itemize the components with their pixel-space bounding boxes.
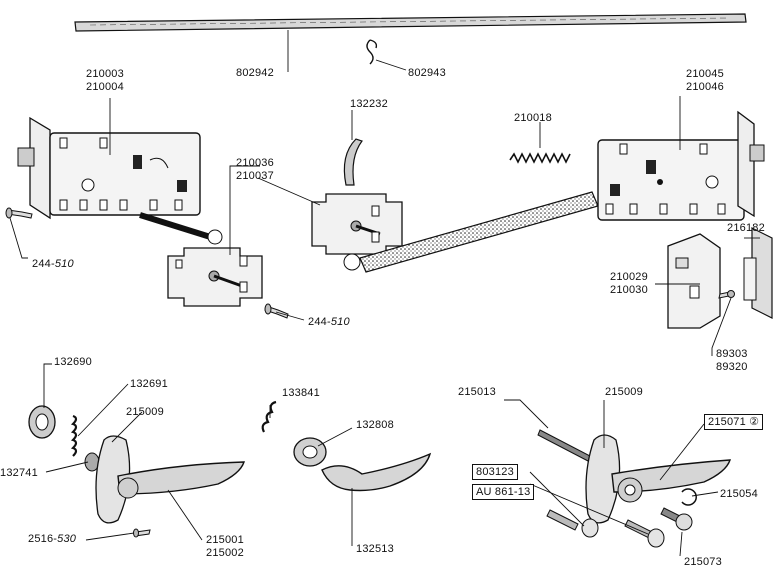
part-label-215013: 215013 <box>458 386 496 398</box>
striker-bracket-part <box>743 227 773 319</box>
right-lock-part <box>597 110 765 221</box>
part-label-89320: 89320 <box>716 361 748 373</box>
center-remote-control-part <box>311 193 403 255</box>
part-label-216182: 216182 <box>727 222 765 234</box>
center-handle-assembly <box>261 400 432 492</box>
part-label-210045: 210045 <box>686 68 724 80</box>
part-label-215073: 215073 <box>684 556 722 568</box>
part-label-210018: 210018 <box>514 112 552 124</box>
part-label-210029: 210029 <box>610 271 648 283</box>
part-label-244-510-left: 244-510 <box>32 258 74 270</box>
part-label-2516-530: 2516-530 <box>28 533 77 545</box>
part-label-244-510-center: 244-510 <box>308 316 350 328</box>
part-label-89303: 89303 <box>716 348 748 360</box>
part-label-132232: 132232 <box>350 98 388 110</box>
connecting-rod-part <box>343 191 599 273</box>
part-label-210036: 210036 <box>236 157 274 169</box>
part-label-210004: 210004 <box>86 81 124 93</box>
part-label-132808: 132808 <box>356 419 394 431</box>
part-label-803123: 803123 <box>472 464 518 480</box>
screw-part <box>718 290 735 299</box>
part-label-215001: 215001 <box>206 534 244 546</box>
part-label-133841: 133841 <box>282 387 320 399</box>
part-label-210037: 210037 <box>236 170 274 182</box>
part-label-132691: 132691 <box>130 378 168 390</box>
screw-part <box>5 207 33 219</box>
part-label-215009-right: 215009 <box>605 386 643 398</box>
screw-part <box>264 303 289 319</box>
coil-spring-part <box>509 152 571 164</box>
part-label-au-861-13: AU 861-13 <box>472 484 535 500</box>
part-label-210003: 210003 <box>86 68 124 80</box>
lock-plate-part <box>667 233 721 329</box>
left-handle-assembly <box>28 405 245 538</box>
right-handle-assembly <box>537 429 731 548</box>
clip-part <box>366 39 378 65</box>
part-label-215009-left: 215009 <box>126 406 164 418</box>
part-label-132690: 132690 <box>54 356 92 368</box>
part-label-215002: 215002 <box>206 547 244 559</box>
part-label-132513: 132513 <box>356 543 394 555</box>
part-label-802943: 802943 <box>408 67 446 79</box>
part-label-215054: 215054 <box>720 488 758 500</box>
leader-lines <box>9 30 760 557</box>
part-label-210046: 210046 <box>686 81 724 93</box>
part-label-132741: 132741 <box>0 467 38 479</box>
left-lock-part <box>17 116 223 245</box>
rod-part <box>74 13 747 32</box>
left-remote-control-part <box>167 247 263 307</box>
part-label-210030: 210030 <box>610 284 648 296</box>
part-label-215071: 215071 ② <box>704 414 764 430</box>
spring-clip-part <box>343 138 363 186</box>
part-label-802942: 802942 <box>236 67 274 79</box>
